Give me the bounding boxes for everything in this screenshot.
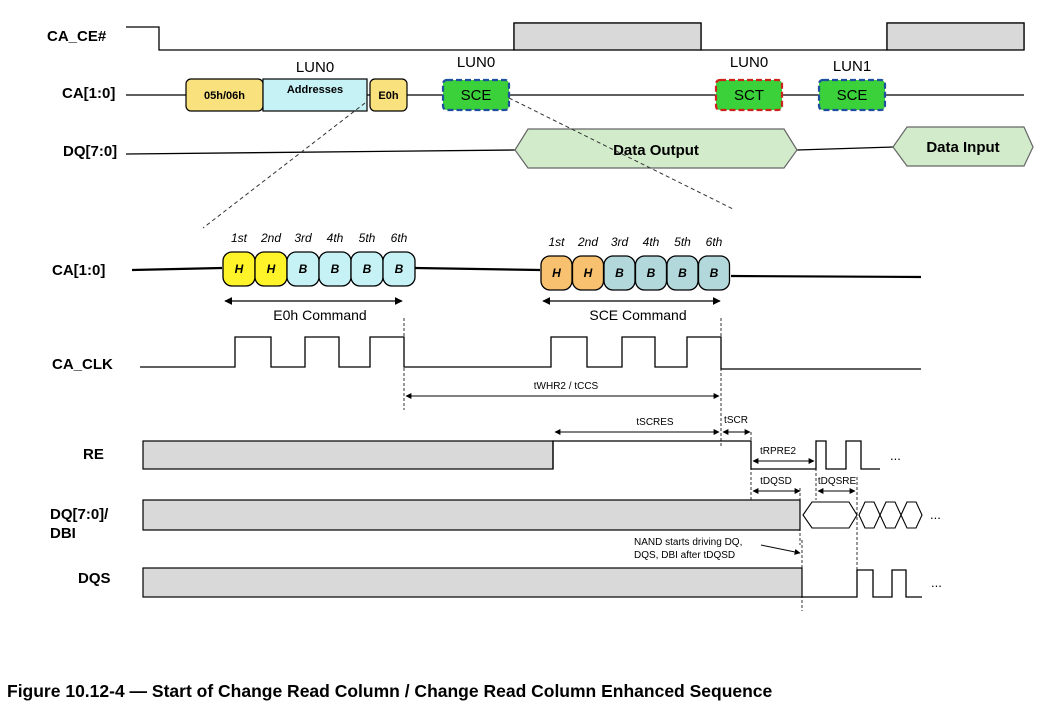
- signal-label-ca-top: CA[1:0]: [62, 85, 115, 102]
- dqs-waveform: [802, 569, 922, 598]
- sce-command-label: SCE Command: [589, 307, 686, 323]
- data-output-bus: [514, 128, 798, 169]
- sce-ordinal-3: 3rd: [611, 235, 629, 249]
- sce-cycle-label-1: H: [552, 266, 561, 280]
- box-e0h: [369, 78, 408, 112]
- box-sce-1-label: SCE: [461, 87, 492, 104]
- box-05h-06h-label: 05h/06h: [204, 90, 245, 102]
- data-input-label: Data Input: [926, 139, 999, 156]
- box-sce-2-label: SCE: [837, 87, 868, 104]
- re-waveform: [552, 440, 880, 470]
- lun-sct: LUN0: [730, 54, 768, 71]
- data-input-bus: [892, 126, 1034, 167]
- e0h-ordinal-1: 1st: [231, 231, 248, 245]
- signal-label-ca-zoom: CA[1:0]: [52, 262, 105, 279]
- e0h-cycle-label-1: H: [235, 262, 244, 276]
- box-sct-label: SCT: [734, 87, 764, 104]
- tscres-label: tSCRES: [636, 417, 674, 428]
- data-output-label: Data Output: [613, 142, 699, 159]
- dq-data-eye-3: [900, 501, 923, 529]
- box-sct: [714, 78, 784, 112]
- re-gray-region: [142, 440, 554, 470]
- signal-label-re: RE: [83, 446, 104, 463]
- signal-label-dq-top: DQ[7:0]: [63, 143, 117, 160]
- signal-label-ca-ce: CA_CE#: [47, 28, 107, 45]
- zoom-guide-left-a: [202, 102, 366, 229]
- ca-ce-high-1: [513, 22, 702, 51]
- tdqsd-label: tDQSD: [760, 476, 792, 487]
- e0h-command-label: E0h Command: [273, 307, 366, 323]
- e0h-ordinal-6: 6th: [391, 231, 408, 245]
- note-line-2: DQS, DBI after tDQSD: [634, 550, 735, 561]
- lun-addresses: LUN0: [296, 59, 334, 76]
- ca-zoom-line: [131, 266, 922, 279]
- box-addresses-label: Addresses: [287, 84, 343, 96]
- sce-ordinal-2: 2nd: [577, 235, 598, 249]
- signal-label-ca-clk: CA_CLK: [52, 356, 113, 373]
- box-addresses: [262, 78, 368, 112]
- trpre2-label: tRPRE2: [760, 446, 797, 457]
- dq-data-eye-2: [879, 501, 902, 529]
- e0h-cycle-label-4: B: [331, 262, 340, 276]
- signal-label-dq-dbi-1: DQ[7:0]/: [50, 506, 109, 523]
- dq-data-eyes: [858, 501, 923, 529]
- dqs-ellipsis: ...: [931, 575, 942, 590]
- box-sce-2: [817, 78, 887, 112]
- lun-sce-1: LUN0: [457, 54, 495, 71]
- e0h-ordinal-4: 4th: [327, 231, 344, 245]
- dq-top-line-2: [796, 146, 894, 151]
- tscr-label: tSCR: [724, 415, 748, 426]
- box-sce-1: [441, 78, 511, 112]
- e0h-cycle-label-6: B: [395, 262, 404, 276]
- sce-ordinal-4: 4th: [643, 235, 660, 249]
- tdqsre-label: tDQSRE: [818, 476, 857, 487]
- note-arrow: [760, 544, 801, 555]
- ca-ce-high-2: [886, 22, 1025, 51]
- dq-data-eye-1: [858, 501, 881, 529]
- e0h-cycle-label-2: H: [267, 262, 276, 276]
- sce-ordinal-1: 1st: [548, 235, 565, 249]
- dq-ellipsis: ...: [930, 507, 941, 522]
- ca-clk-waveform: [140, 336, 921, 370]
- sce-cycle-label-5: B: [678, 266, 687, 280]
- sce-cycle-label-6: B: [710, 266, 719, 280]
- sce-cycle-label-4: B: [647, 266, 656, 280]
- box-e0h-label: E0h: [378, 90, 398, 102]
- dqs-gray-region: [142, 567, 803, 598]
- sce-cycle-box-6: [697, 255, 731, 291]
- e0h-cycle-label-5: B: [363, 262, 372, 276]
- signal-label-dq-dbi-2: DBI: [50, 525, 76, 542]
- e0h-ordinal-3: 3rd: [294, 231, 312, 245]
- signal-label-dqs: DQS: [78, 570, 111, 587]
- e0h-ordinal-5: 5th: [359, 231, 376, 245]
- note-line-1: NAND starts driving DQ,: [634, 537, 742, 548]
- twhr2-label: tWHR2 / tCCS: [534, 381, 599, 392]
- dq-top-line-1: [125, 149, 516, 155]
- sce-cycle-label-2: H: [584, 266, 593, 280]
- sce-cycle-label-3: B: [615, 266, 624, 280]
- re-ellipsis: ...: [890, 448, 901, 463]
- lun-sce-2: LUN1: [833, 58, 871, 75]
- sce-ordinal-5: 5th: [674, 235, 691, 249]
- e0h-ordinal-2: 2nd: [260, 231, 281, 245]
- dq-preamble: [802, 501, 858, 529]
- dq-gray-region: [142, 499, 801, 531]
- sce-ordinal-6: 6th: [706, 235, 723, 249]
- e0h-cycle-label-3: B: [299, 262, 308, 276]
- e0h-cycle-box-6: [382, 251, 416, 287]
- figure-caption: Figure 10.12-4 — Start of Change Read Co…: [7, 681, 773, 701]
